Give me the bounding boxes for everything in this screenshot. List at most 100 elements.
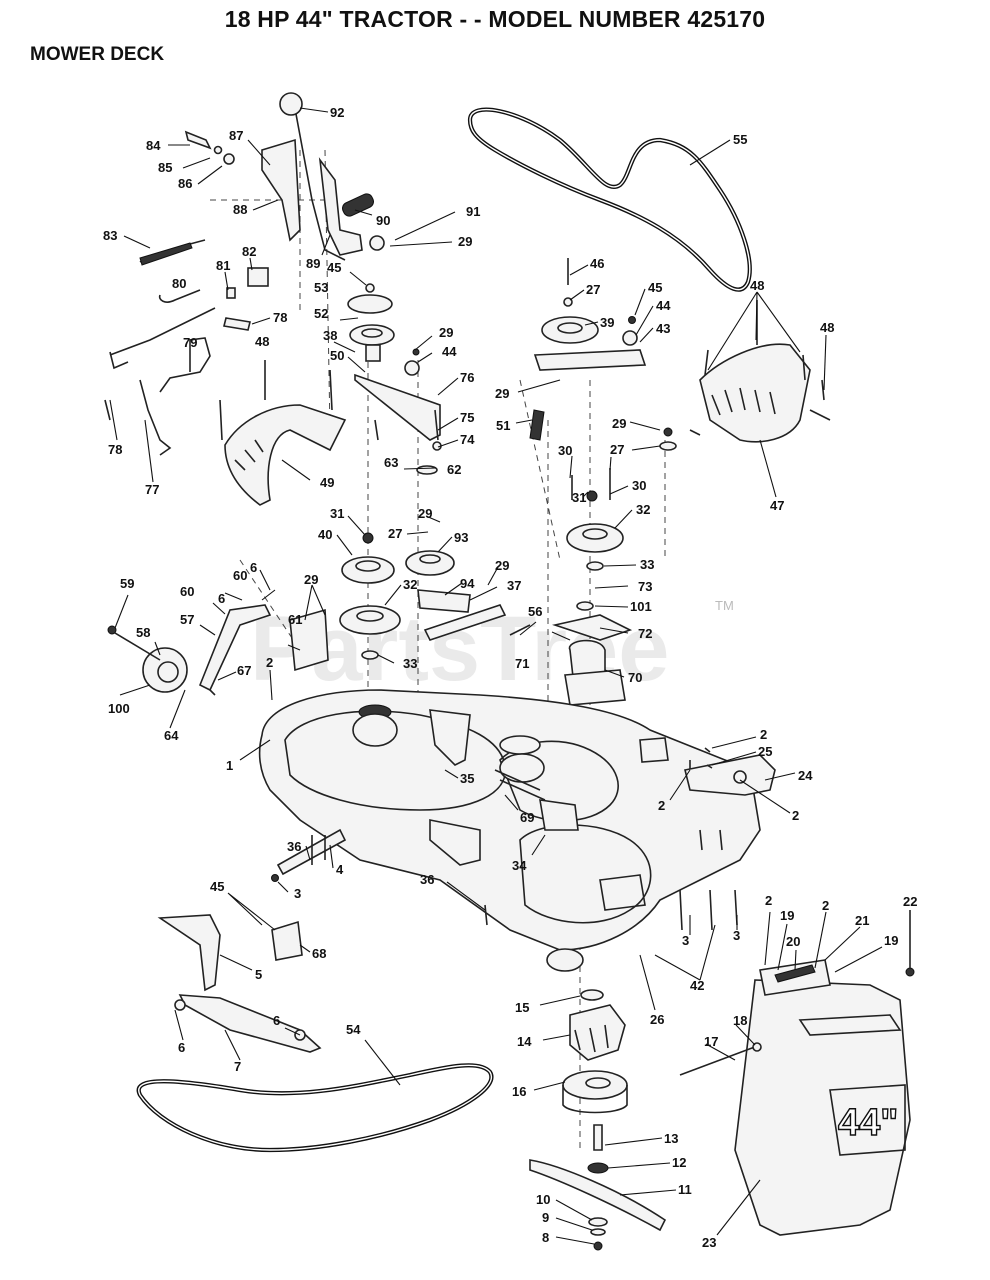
part-callout-75: 75 — [460, 410, 474, 425]
part-callout-21: 21 — [855, 913, 869, 928]
part-callout-90: 90 — [376, 213, 390, 228]
part-callout-36: 36 — [287, 839, 301, 854]
idler-arm-left — [347, 283, 442, 475]
part-callout-2: 2 — [266, 655, 273, 670]
blade-spindle-stack — [529, 948, 667, 1251]
part-callout-14: 14 — [517, 1034, 532, 1049]
part-callout-85: 85 — [158, 160, 172, 175]
part-callout-89: 89 — [306, 256, 320, 271]
part-callout-22: 22 — [903, 894, 917, 909]
part-callout-68: 68 — [312, 946, 326, 961]
part-callout-19: 19 — [780, 908, 794, 923]
part-callout-84: 84 — [146, 138, 161, 153]
deck-belt-lower — [136, 1063, 494, 1153]
part-callout-31: 31 — [572, 490, 586, 505]
mower-deck-housing — [258, 689, 761, 951]
part-callout-92: 92 — [330, 105, 344, 120]
belt-shield-left — [219, 360, 347, 506]
part-callout-64: 64 — [164, 728, 179, 743]
part-callout-26: 26 — [650, 1012, 664, 1027]
part-callout-13: 13 — [664, 1131, 678, 1146]
part-callout-2: 2 — [822, 898, 829, 913]
part-callout-6: 6 — [250, 560, 257, 575]
part-callout-55: 55 — [733, 132, 747, 147]
part-callout-70: 70 — [628, 670, 642, 685]
part-callout-101: 101 — [630, 599, 652, 614]
part-callout-32: 32 — [403, 577, 417, 592]
part-callout-29: 29 — [495, 558, 509, 573]
part-callout-87: 87 — [229, 128, 243, 143]
part-callout-44: 44 — [656, 298, 671, 313]
part-callout-5: 5 — [255, 967, 262, 982]
part-callout-27: 27 — [388, 526, 402, 541]
part-callout-32: 32 — [636, 502, 650, 517]
part-callout-94: 94 — [460, 576, 475, 591]
part-callout-56: 56 — [528, 604, 542, 619]
lift-lever-assembly — [104, 92, 385, 456]
part-callout-19: 19 — [884, 933, 898, 948]
left-bracket-assembly — [107, 604, 329, 696]
part-callout-82: 82 — [242, 244, 256, 259]
part-callout-2: 2 — [658, 798, 665, 813]
part-callout-38: 38 — [323, 328, 337, 343]
part-callout-29: 29 — [439, 325, 453, 340]
part-callout-29: 29 — [458, 234, 472, 249]
discharge-chute: 44" — [679, 889, 915, 1236]
deck-bracket-right — [684, 747, 776, 796]
part-callout-78: 78 — [273, 310, 287, 325]
part-callout-76: 76 — [460, 370, 474, 385]
part-callout-29: 29 — [304, 572, 318, 587]
part-callout-57: 57 — [180, 612, 194, 627]
part-callout-25: 25 — [758, 744, 772, 759]
part-callout-49: 49 — [320, 475, 334, 490]
part-callout-20: 20 — [786, 934, 800, 949]
part-callout-91: 91 — [466, 204, 480, 219]
part-callout-59: 59 — [120, 576, 134, 591]
part-callout-86: 86 — [178, 176, 192, 191]
part-callout-11: 11 — [678, 1182, 692, 1197]
part-callout-42: 42 — [690, 978, 704, 993]
deck-belt-upper — [467, 107, 752, 292]
part-callout-48: 48 — [255, 334, 269, 349]
part-callout-23: 23 — [702, 1235, 716, 1250]
leader-lines — [109, 107, 883, 1245]
part-callout-60: 60 — [233, 568, 247, 583]
part-callout-51: 51 — [496, 418, 510, 433]
part-callout-54: 54 — [346, 1022, 361, 1037]
part-callout-30: 30 — [632, 478, 646, 493]
part-callout-48: 48 — [750, 278, 764, 293]
part-callout-17: 17 — [704, 1034, 718, 1049]
part-callout-88: 88 — [233, 202, 247, 217]
part-callout-6: 6 — [178, 1040, 185, 1055]
part-callout-12: 12 — [672, 1155, 686, 1170]
part-callout-10: 10 — [536, 1192, 550, 1207]
part-callout-44: 44 — [442, 344, 457, 359]
part-callout-4: 4 — [336, 862, 344, 877]
part-callout-67: 67 — [237, 663, 251, 678]
part-callout-2: 2 — [760, 727, 767, 742]
part-callout-72: 72 — [638, 626, 652, 641]
part-callout-39: 39 — [600, 315, 614, 330]
part-callout-27: 27 — [586, 282, 600, 297]
part-callout-29: 29 — [418, 506, 432, 521]
part-callout-63: 63 — [384, 455, 398, 470]
deck-size-badge: 44" — [838, 1102, 898, 1144]
part-callout-60: 60 — [180, 584, 194, 599]
part-callout-33: 33 — [403, 656, 417, 671]
part-callout-47: 47 — [770, 498, 784, 513]
watermark-tm: TM — [715, 598, 734, 613]
part-callout-6: 6 — [273, 1013, 280, 1028]
part-callout-29: 29 — [495, 386, 509, 401]
part-callout-62: 62 — [447, 462, 461, 477]
part-callout-6: 6 — [218, 591, 225, 606]
part-callout-16: 16 — [512, 1084, 526, 1099]
part-callout-29: 29 — [612, 416, 626, 431]
right-pulleys — [509, 468, 633, 706]
part-callout-58: 58 — [136, 625, 150, 640]
part-callout-52: 52 — [314, 306, 328, 321]
part-callout-74: 74 — [460, 432, 475, 447]
part-callout-34: 34 — [512, 858, 527, 873]
part-callout-53: 53 — [314, 280, 328, 295]
